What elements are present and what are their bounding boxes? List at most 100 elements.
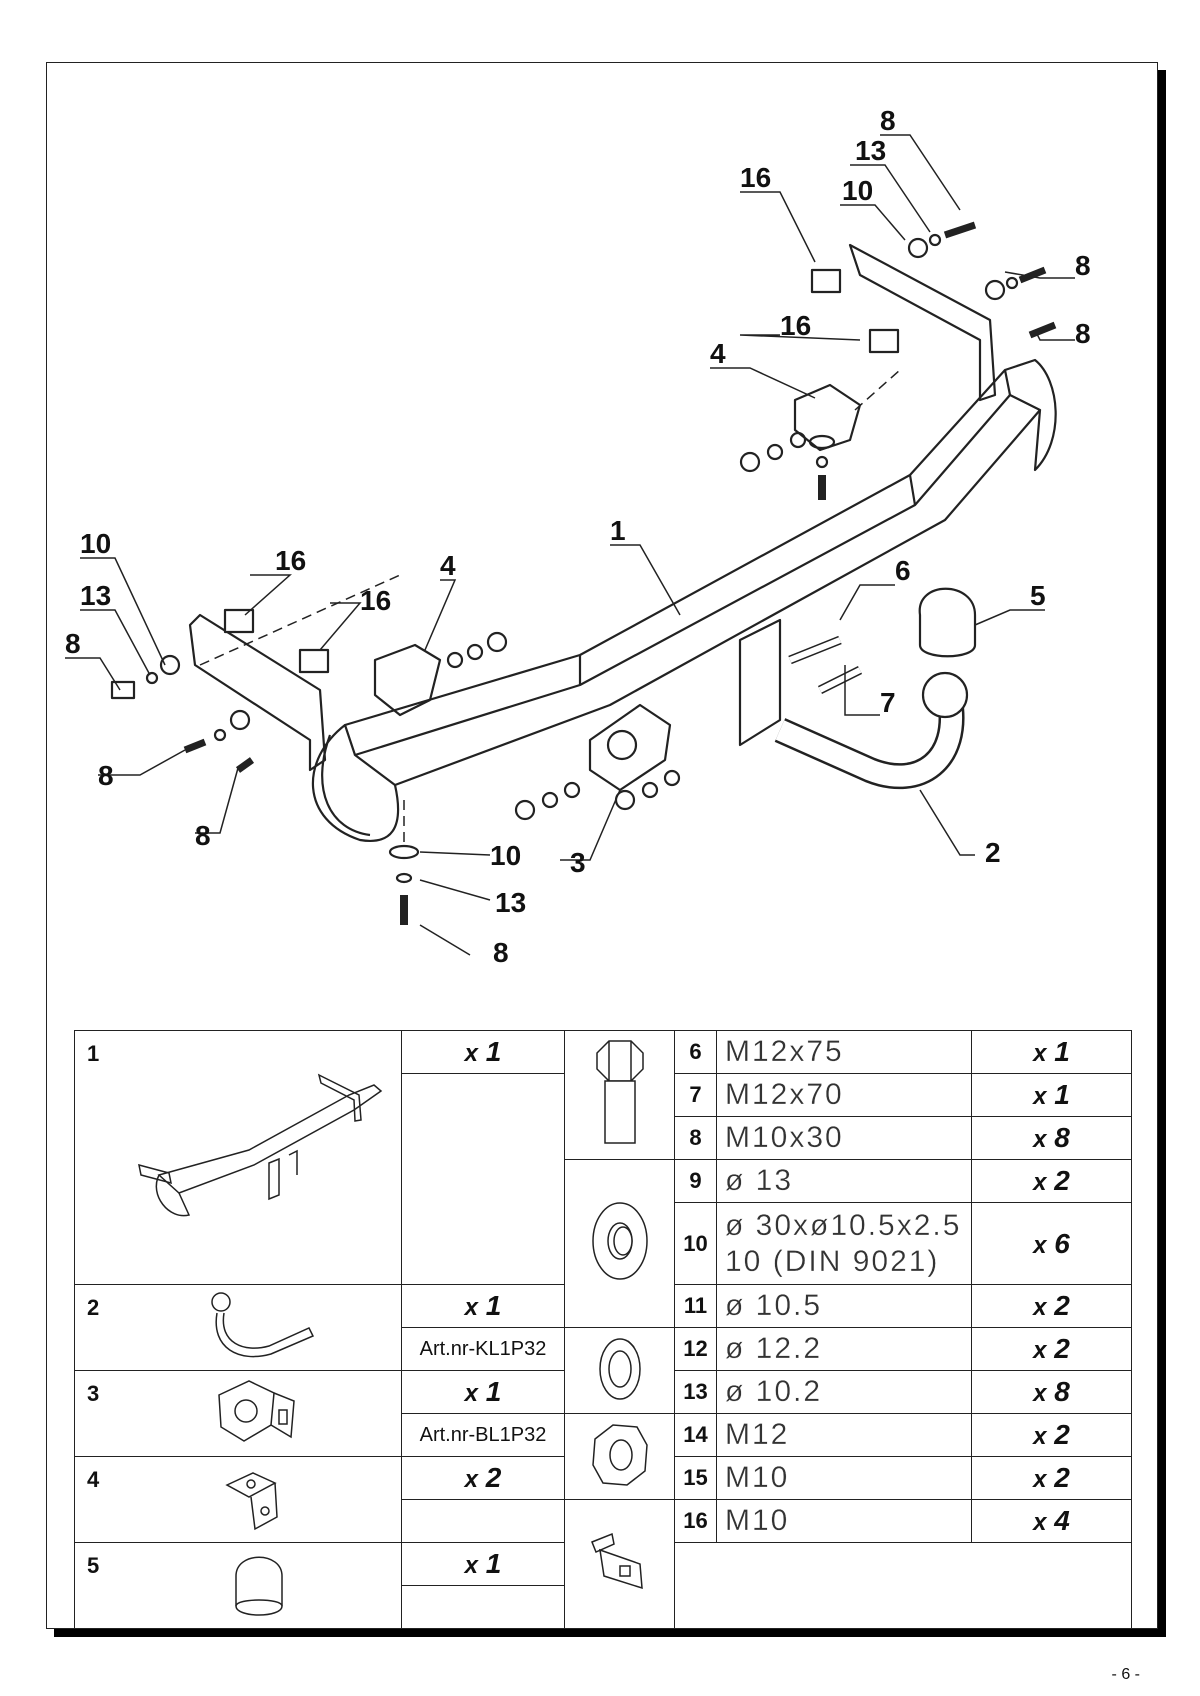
parts-list-table: 1 x 1 6 M12x75 x 1 7 M12x70 x 1 [74,1030,1132,1629]
tow-ball [921,671,969,719]
part-6-spec: M12x75 [716,1030,972,1074]
table-row: 4 x 2 15 M10 x 2 [74,1456,1132,1543]
right-bracket-4 [793,383,862,452]
part-15-number: 15 [674,1456,717,1500]
callout-8-bottom: 8 [493,937,509,968]
part-15-spec: M10 [716,1456,972,1500]
center-bracket [738,618,782,747]
callout-4-right: 4 [710,338,726,369]
callout-8-top: 8 [880,105,896,136]
table-row: 7 M12x70 x 1 [75,1073,1132,1285]
callout-8-bottom-left-2: 8 [195,820,211,851]
part-6-qty: x 1 [971,1030,1132,1074]
callout-10-top: 10 [842,175,873,206]
right-side-plate [848,243,997,402]
part-4-image [116,1456,402,1543]
part-7-qty: x 1 [971,1073,1132,1117]
callout-4-left: 4 [440,550,456,581]
part-12-number: 12 [674,1327,717,1371]
callout-6: 6 [895,555,911,586]
part-10-number: 10 [674,1202,717,1285]
part-16-number: 16 [674,1499,717,1543]
callout-13-top: 13 [855,135,886,166]
left-bracket-4 [373,643,442,717]
part-16-qty: x 4 [971,1499,1132,1543]
part-11-number: 11 [674,1284,717,1328]
part-2-article-number: Art.nr-KL1P32 [401,1327,565,1371]
part-16-spec: M10 [716,1499,972,1543]
callout-5: 5 [1030,580,1046,611]
part-13-number: 13 [674,1370,717,1414]
callout-8-right-1: 8 [1075,250,1091,281]
part-4-number: 4 [74,1456,117,1543]
part-3-image [116,1370,402,1457]
part-4-qty: x 2 [401,1456,565,1500]
part-9-spec: ø 13 [716,1159,972,1203]
part-10-qty: x 6 [971,1202,1132,1285]
part-13-spec: ø 10.2 [716,1370,972,1414]
table-row: Art.nr-KL1P32 12 ø 12.2 x 2 [75,1327,1132,1414]
spring-washer-icon [564,1327,675,1414]
table-row: 2 x 1 11 ø 10.5 x 2 [74,1284,1132,1371]
part-5-qty: x 1 [401,1542,565,1586]
callout-16-left-1: 16 [275,545,306,576]
callout-8-bottom-left-1: 8 [98,760,114,791]
clip-nut-icon [564,1499,675,1629]
part-11-qty: x 2 [971,1284,1132,1328]
table-row: 8 M10x30 x 8 [75,1116,1132,1160]
table-row: 1 x 1 6 M12x75 x 1 [74,1030,1132,1285]
page-number: - 6 - [1111,1666,1140,1683]
part-5-image [116,1542,402,1629]
table-row [75,1585,1132,1629]
part-2-qty: x 1 [401,1284,565,1328]
callout-3: 3 [570,847,586,878]
part-7-spec: M12x70 [716,1073,972,1117]
callout-13-bottom: 13 [495,887,526,918]
part-1-image [116,1030,402,1285]
left-side-plate [188,613,327,772]
table-row: 9 ø 13 x 2 [75,1159,1132,1328]
callout-16-top: 16 [740,162,771,193]
callout-8-left: 8 [65,628,81,659]
part-6-number: 6 [674,1030,717,1074]
bolt-icon [564,1030,675,1160]
callout-16-left-2: 16 [360,585,391,616]
left-end-bracket [312,724,400,842]
part-3-number: 3 [74,1370,117,1457]
part-14-number: 14 [674,1413,717,1457]
part-7-number: 7 [674,1073,717,1117]
callout-7: 7 [880,687,896,718]
callout-1: 1 [610,515,626,546]
part-9-number: 9 [674,1159,717,1203]
table-row: 16 M10 x 4 [75,1499,1132,1629]
part-2-number: 2 [74,1284,117,1371]
callout-10-left: 10 [80,528,111,559]
part-5-number: 5 [74,1542,117,1629]
callout-16-mid: 16 [780,310,811,341]
exploded-diagram: 8 13 10 16 8 8 16 4 1 6 5 7 10 13 8 16 1… [65,105,1091,968]
part-9-qty: x 2 [971,1159,1132,1203]
table-row: 3 x 1 13 ø 10.2 x 8 [74,1370,1132,1457]
table-row: Art.nr-BL1P32 14 M12 x 2 [75,1413,1132,1500]
table-row: 5 x 1 [74,1542,1132,1629]
hex-nut-icon [564,1413,675,1500]
part-13-qty: x 8 [971,1370,1132,1414]
callout-8-right-2: 8 [1075,318,1091,349]
ball-cover [918,587,977,658]
part-14-spec: M12 [716,1413,972,1457]
right-end-bracket [1004,358,1057,472]
part-1-number: 1 [74,1030,117,1285]
part-3-article-number: Art.nr-BL1P32 [401,1413,565,1457]
part-12-spec: ø 12.2 [716,1327,972,1371]
washer-icon [564,1159,675,1328]
part-2-image [116,1284,402,1371]
socket-plate-3 [588,703,672,792]
part-11-spec: ø 10.5 [716,1284,972,1328]
part-8-spec: M10x30 [716,1116,972,1160]
part-8-qty: x 8 [971,1116,1132,1160]
callout-2: 2 [985,837,1001,868]
callout-13-left: 13 [80,580,111,611]
part-15-qty: x 2 [971,1456,1132,1500]
